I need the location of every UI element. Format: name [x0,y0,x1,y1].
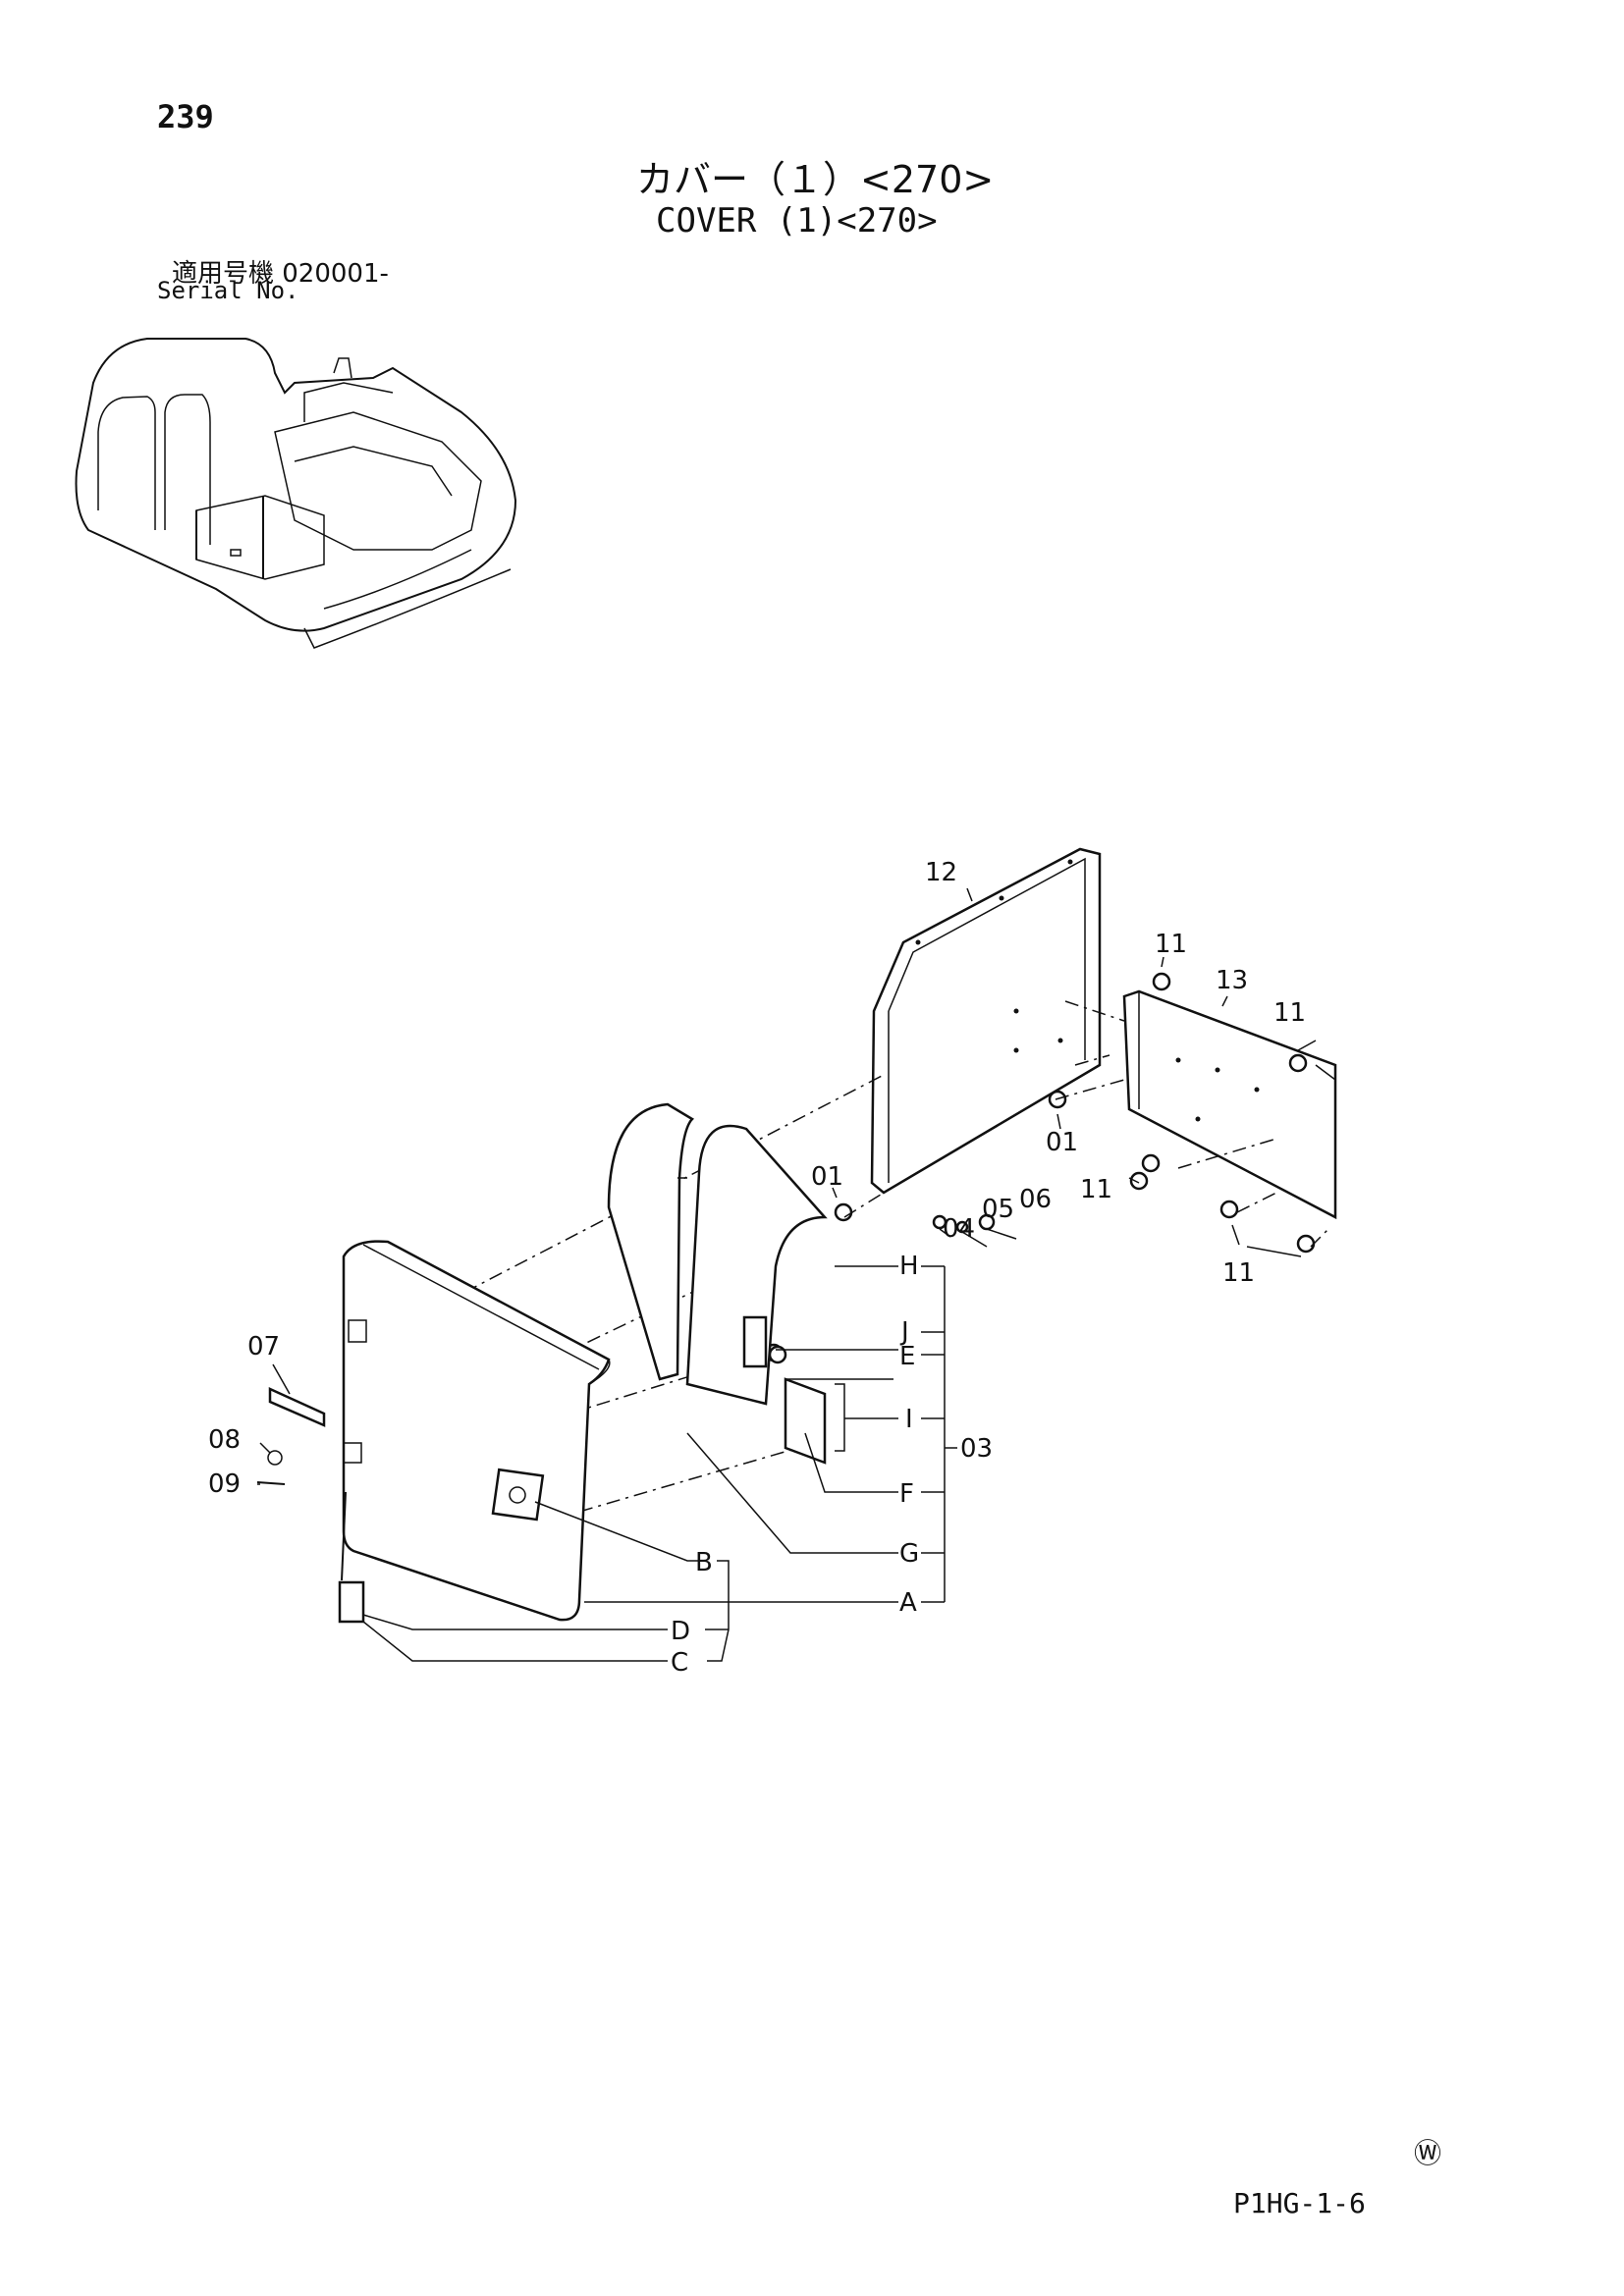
page-number: 239 [157,98,214,135]
w-mark-symbol: Ⓦ [1414,2137,1442,2169]
callout-06: 06 [1019,1185,1052,1214]
callout-05: 05 [982,1195,1014,1224]
callout-H: H [899,1252,919,1281]
callout-08: 08 [208,1425,241,1455]
title-japanese: カバー（１）<270> [636,158,995,201]
callout-01-right: 01 [1046,1128,1078,1157]
callout-D: D [671,1617,690,1646]
small-parts-07-08-09 [256,1387,365,1624]
callout-12: 12 [925,858,957,887]
callout-11-bottom: 11 [1222,1258,1255,1288]
serial-label-japanese: 適用号機 020001- [172,259,389,289]
callout-11-top: 11 [1155,930,1187,959]
callout-07: 07 [247,1332,280,1362]
callout-J: J [899,1317,909,1347]
title-english: COVER (1)<270> [656,201,938,240]
callout-labels: 12 11 13 11 01 11 11 01 04 05 06 07 08 0… [208,858,1306,1678]
callout-A: A [899,1588,917,1618]
excavator-locator-illustration [75,338,517,649]
callout-F: F [899,1479,914,1509]
page-code: P1HG-1-6 [1233,2187,1366,2219]
callout-04: 04 [943,1214,975,1244]
callout-E: E [899,1342,915,1371]
callout-G: G [899,1539,919,1569]
latch-bracket-parts [742,1315,845,1465]
callout-B: B [695,1548,713,1577]
callout-03: 03 [960,1434,993,1464]
callout-I: I [905,1405,913,1434]
part-03-main-cover [342,1240,611,1622]
callout-09: 09 [208,1469,241,1499]
part-12-bracket [870,847,1102,1195]
leader-lines [257,887,1317,1662]
trim-pieces [607,1102,828,1406]
callout-01-left: 01 [811,1162,843,1192]
callout-13: 13 [1216,966,1248,995]
part-13-plate [1122,989,1337,1220]
serial-label-english: Serial No. [157,277,299,304]
callout-C: C [671,1648,688,1678]
callout-11-right: 11 [1273,998,1306,1028]
callout-11-mid: 11 [1080,1175,1112,1204]
